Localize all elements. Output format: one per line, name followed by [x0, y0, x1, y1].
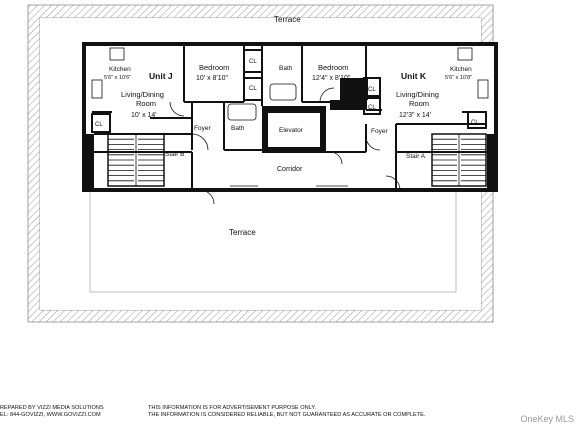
- preparer-line-1: REPARED BY VIZZI MEDIA SOLUTIONS: [0, 405, 104, 411]
- bath-lower-label: Bath: [231, 125, 245, 132]
- preparer-line-2: EL: 844-GOVIZZI, WWW.GOVIZZI.COM: [0, 412, 101, 418]
- shaft-block: [330, 100, 366, 110]
- closet-label-4: CL: [368, 105, 376, 111]
- unit-j-label: Unit J: [149, 71, 173, 81]
- living-k-label: Living/Dining: [396, 90, 439, 99]
- unit-k-label: Unit K: [401, 71, 427, 81]
- living-k-label-2: Room: [409, 99, 429, 108]
- terrace-bottom-label: Terrace: [229, 228, 256, 237]
- bath-upper-label: Bath: [279, 65, 293, 72]
- bedroom-j-label: Bedroom: [199, 63, 229, 72]
- corridor-label: Corridor: [277, 166, 303, 173]
- living-k-dim: 12'3" x 14': [399, 112, 431, 119]
- bedroom-k-label: Bedroom: [318, 63, 348, 72]
- closet-label-5: CL: [95, 122, 103, 128]
- bedroom-j-dim: 10' x 8'10": [196, 75, 229, 82]
- closet-label-3: CL: [368, 87, 376, 93]
- kitchen-j-label: Kitchen: [109, 66, 131, 73]
- bedroom-k-dim: 12'4" x 8'10": [312, 75, 351, 82]
- shaft-block-2: [340, 78, 368, 100]
- closet-label-6: CL: [471, 120, 479, 126]
- foyer-k-label: Foyer: [371, 128, 388, 135]
- closet-label-2: CL: [249, 86, 257, 92]
- kitchen-j-dim: 5'6" x 10'6": [104, 75, 131, 81]
- disclaimer-line-2: THE INFORMATION IS CONSIDERED RELIABLE, …: [148, 412, 426, 418]
- terrace-top-label: Terrace: [274, 15, 301, 24]
- preparer-credit: REPARED BY VIZZI MEDIA SOLUTIONS EL: 844…: [0, 405, 104, 419]
- living-j-label-2: Room: [136, 99, 156, 108]
- living-j-dim: 10' x 14': [131, 112, 157, 119]
- closet-label-1: CL: [249, 59, 257, 65]
- disclaimer-line-1: THIS INFORMATION IS FOR ADVERTISEMENT PU…: [148, 405, 316, 411]
- wall-core-left: [84, 134, 94, 190]
- wall-core-right: [487, 134, 496, 190]
- stair-b-label: Stair B: [165, 151, 185, 158]
- kitchen-k-label: Kitchen: [450, 66, 472, 73]
- disclaimer: THIS INFORMATION IS FOR ADVERTISEMENT PU…: [148, 405, 425, 419]
- living-j-label: Living/Dining: [121, 90, 164, 99]
- kitchen-k-dim: 5'6" x 10'8": [445, 75, 472, 81]
- mls-watermark: OneKey MLS: [520, 414, 574, 424]
- elevator-label: Elevator: [279, 127, 304, 134]
- foyer-j-label: Foyer: [194, 125, 211, 132]
- stair-a-label: Stair A: [406, 153, 426, 160]
